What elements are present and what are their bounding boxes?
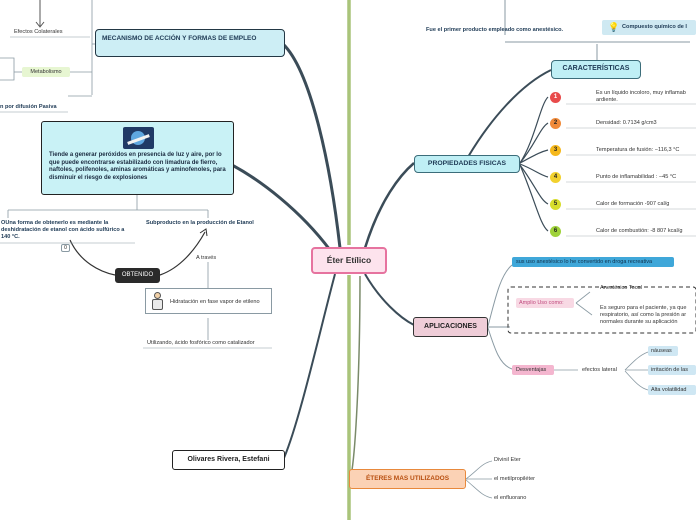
desventajas-node[interactable]: Desventajas	[512, 365, 554, 375]
a-traves-label: A través	[196, 255, 217, 262]
desventajas-label: Desventajas	[516, 367, 547, 373]
number-6-icon: 6	[550, 226, 561, 237]
aplicaciones-node[interactable]: APLICACIONES	[413, 317, 488, 337]
author-label: Olivares Rivera, Estefani	[187, 456, 270, 463]
number-5-icon: 5	[550, 199, 561, 210]
propiedades-label: PROPIEDADES FISICAS	[427, 160, 507, 167]
badge-count: 0	[61, 244, 70, 252]
peroxidos-node[interactable]: Tiende a generar peróxidos en presencia …	[41, 121, 234, 195]
metabolismo-node[interactable]: Metabolismo	[22, 67, 70, 77]
propiedad-1-text2: ardiente.	[596, 97, 618, 103]
mecanismo-node[interactable]: MECANISMO DE ACCIÓN Y FORMAS DE EMPLEO	[95, 29, 285, 57]
droga-node[interactable]: sus uso anestésico lo he convertido en d…	[512, 257, 674, 267]
mecanismo-label: MECANISMO DE ACCIÓN Y FORMAS DE EMPLEO	[102, 35, 257, 42]
irritacion-label: irritación de las	[651, 367, 688, 373]
efectos-colaterales-label: Efectos Colaterales	[14, 29, 63, 35]
propiedad-3-text: Temperatura de fusión: −116,3 °C	[596, 147, 680, 153]
subproducto-label[interactable]: Subproducto en la producción de Etanol	[146, 220, 254, 226]
obtenido-label: OBTENIDO	[121, 272, 154, 278]
volatilidad-label: Alta volatilidad	[651, 387, 687, 393]
obtenido-node[interactable]: OBTENIDO	[115, 268, 160, 283]
nauseas-node[interactable]: náuseas	[648, 346, 678, 356]
propiedad-5-text: Calor de formación -907 cal/g	[596, 201, 670, 207]
eteres-node[interactable]: ÉTERES MAS UTILIZADOS	[349, 469, 466, 489]
propiedad-4-text: Punto de inflamabilidad : −45 °C	[596, 174, 677, 180]
author-node[interactable]: Olivares Rivera, Estefani	[172, 450, 285, 470]
propiedad-2-text: Densidad: 0.7134 g/cm3	[596, 120, 657, 126]
difusion-label: n por difusión Pasiva	[0, 104, 57, 110]
primer-producto-label[interactable]: Fue el primer producto empleado como ane…	[426, 27, 564, 33]
compuesto-node[interactable]: 💡 Compuesto químico de l	[602, 20, 696, 35]
caracteristicas-node[interactable]: CARACTERÍSTICAS	[551, 60, 641, 79]
seguro-text: Es seguro para el paciente, ya que respi…	[600, 305, 687, 325]
lightbulb-icon: 💡	[608, 22, 620, 32]
chemist-icon	[150, 292, 164, 311]
propiedad-1-text: Es un líquido incoloro, muy inflamab	[596, 90, 686, 96]
central-topic[interactable]: Éter Etílico	[311, 247, 387, 274]
number-3-icon: 3	[550, 145, 561, 156]
efectos-lateral-label: efectos lateral	[582, 367, 617, 373]
metabolismo-label: Metabolismo	[30, 69, 62, 75]
catalizador-label: Utilizando, ácido fosfórico como cataliz…	[147, 340, 255, 346]
volatilidad-node[interactable]: Alta volatilidad	[648, 385, 696, 395]
eter-item-2: el metilpropiléter	[494, 476, 536, 482]
number-1-icon: 1	[550, 92, 561, 103]
compuesto-label: Compuesto químico de l	[622, 24, 687, 30]
forma-obtenerlo-text[interactable]: OUna forma de obtenerlo es mediante la d…	[1, 220, 125, 240]
central-topic-label: Éter Etílico	[326, 255, 372, 265]
amplio-uso-node[interactable]: Amplio Uso como:	[516, 298, 574, 308]
eter-item-1: Divinil Eter	[494, 457, 521, 463]
peroxidos-text: Tiende a generar peróxidos en presencia …	[49, 152, 226, 181]
droga-label: sus uso anestésico lo he convertido en d…	[516, 259, 653, 265]
propiedades-node[interactable]: PROPIEDADES FISICAS	[414, 155, 520, 173]
anestesico-label: Anestésico Tocal	[600, 285, 642, 291]
irritacion-node[interactable]: irritación de las	[648, 365, 696, 375]
hidratacion-node[interactable]: Hidratación en fase vapor de etileno	[145, 288, 272, 314]
nauseas-label: náuseas	[651, 348, 672, 354]
eteres-label: ÉTERES MAS UTILIZADOS	[365, 475, 450, 482]
peroxidos-image	[123, 127, 154, 149]
hidratacion-label: Hidratación en fase vapor de etileno	[170, 299, 260, 305]
number-4-icon: 4	[550, 172, 561, 183]
caracteristicas-label: CARACTERÍSTICAS	[562, 65, 630, 72]
amplio-uso-label: Amplio Uso como:	[519, 300, 564, 306]
eter-item-3: el enfluorano	[494, 495, 527, 501]
number-2-icon: 2	[550, 118, 561, 129]
aplicaciones-label: APLICACIONES	[424, 323, 477, 330]
propiedad-6-text: Calor de combustión: -8 807 kcal/g	[596, 228, 683, 234]
